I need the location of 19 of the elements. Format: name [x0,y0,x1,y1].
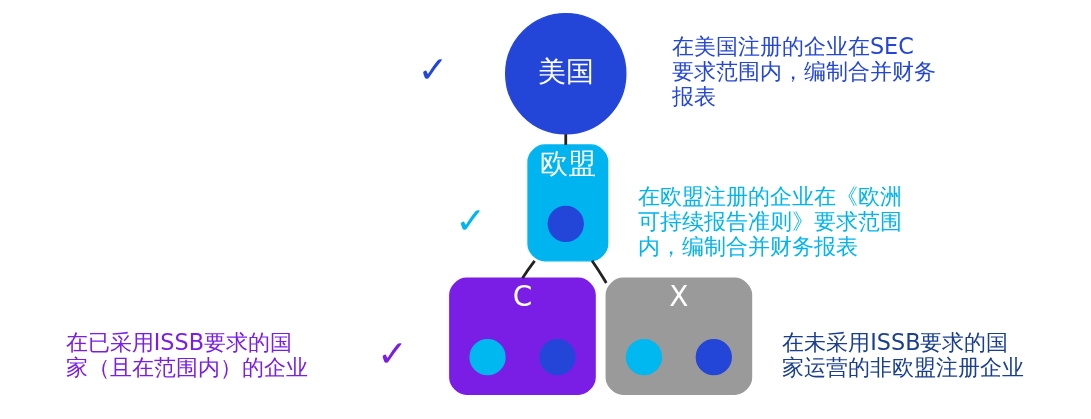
node-circle [625,339,663,376]
cluster: 欧盟 [527,144,609,262]
node-label: 在美国注册的企业在SEC要求范围内，编制合并财务报表 [671,32,936,110]
node-circle [547,205,584,242]
node-circle [539,339,576,376]
cluster: X [605,277,753,395]
node-label: 在未采用ISSB要求的国家运营的非欧盟注册企业 [782,328,1025,381]
connector [590,260,608,284]
node-label: ✓ [377,331,408,375]
node-circle [469,339,506,376]
connector [564,134,568,145]
node-label: ✓ [455,198,486,242]
node-label: 在欧盟注册的企业在《欧洲可持续报告准则》要求范围内，编制合并财务报表 [638,182,903,260]
node-circle: 美国 [505,12,627,135]
node-circle [695,339,732,376]
node-label: ✓ [417,48,449,92]
cluster: C [449,277,596,395]
node-label: 在已采用ISSB要求的国家（且在范围内）的企业 [65,328,308,381]
connector [521,260,536,280]
